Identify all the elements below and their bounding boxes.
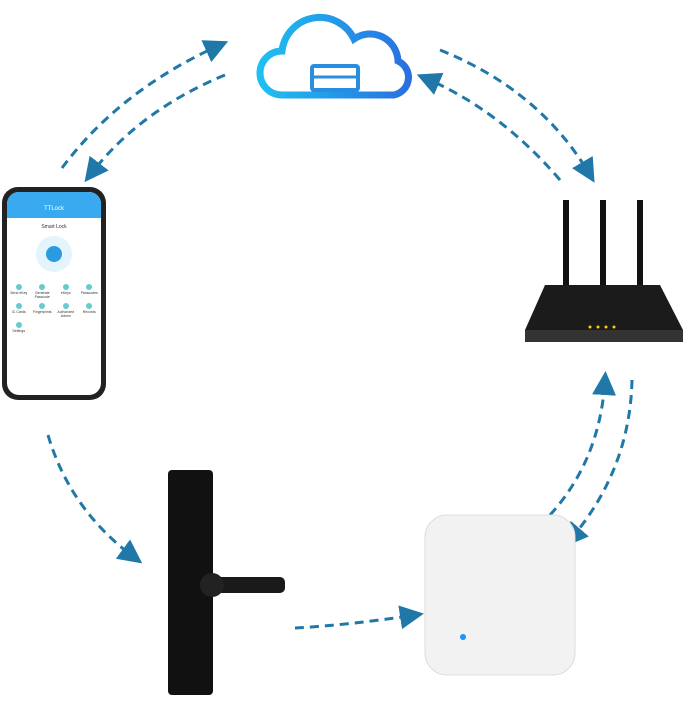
arrow-gateway-to-router — [548, 371, 617, 517]
menu-item[interactable]: Authorized Admin — [54, 303, 78, 318]
gateway-icon — [424, 514, 576, 676]
screen-title: Smart Lock — [41, 224, 67, 230]
menu-item[interactable]: Generate Passcode — [31, 284, 55, 299]
menu-item[interactable]: Send eKey — [7, 284, 31, 299]
menu-grid: Send eKey Generate Passcode eKeys Passco… — [7, 284, 101, 333]
menu-item[interactable]: Fingerprints — [31, 303, 55, 318]
arrow-lock-to-gateway — [294, 605, 424, 630]
arrow-phone-to-lock — [46, 434, 143, 564]
phone-screen: TTLock Smart Lock Send eKey Generate Pas… — [7, 192, 101, 395]
smart-door-lock-icon — [168, 470, 285, 695]
arrow-cloud-to-phone — [84, 73, 226, 183]
router-icon — [525, 200, 683, 342]
arrow-router-to-gateway — [564, 379, 634, 547]
arrow-router-to-cloud — [416, 72, 562, 181]
menu-item[interactable]: Records — [78, 303, 102, 318]
smartphone: TTLock Smart Lock Send eKey Generate Pas… — [2, 187, 106, 400]
menu-item[interactable]: Passcodes — [78, 284, 102, 299]
app-title: TTLock — [7, 192, 101, 218]
arrows — [46, 40, 634, 630]
menu-item[interactable]: eKeys — [54, 284, 78, 299]
arrow-phone-to-cloud — [60, 40, 229, 169]
menu-item[interactable]: Settings — [7, 322, 31, 333]
lock-icon — [36, 236, 72, 272]
menu-item[interactable]: IC Cards — [7, 303, 31, 318]
cloud-server-icon — [256, 13, 412, 99]
arrow-cloud-to-router — [439, 48, 595, 183]
